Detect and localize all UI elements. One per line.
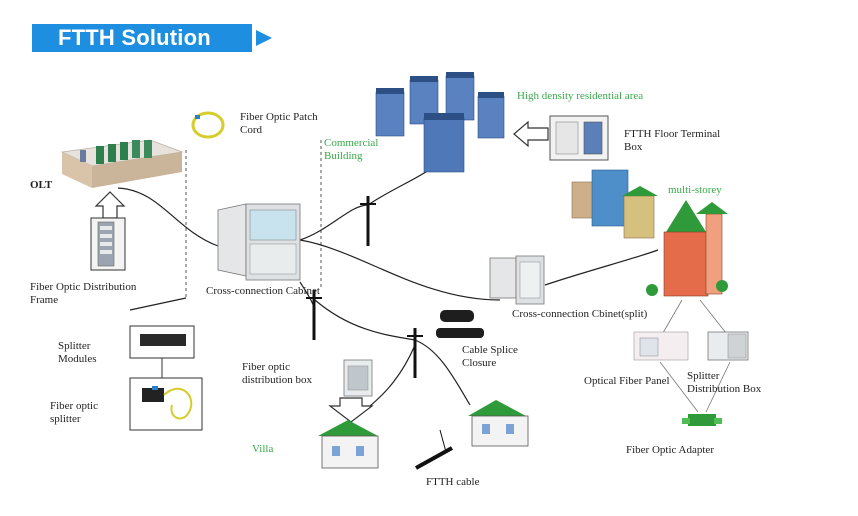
odf-label-line2: Frame	[30, 294, 59, 306]
pole-2	[306, 290, 322, 340]
splitter-dist-label-line1: Splitter	[687, 370, 720, 382]
patch-cord-label-line1: Fiber Optic Patch	[240, 111, 318, 123]
cable-pole2-to-pole3	[314, 299, 416, 341]
splice-closure	[436, 310, 484, 338]
cross-cabinet	[217, 203, 301, 281]
cable-network	[117, 167, 659, 421]
arrow-up-icon	[94, 191, 126, 219]
arrow-down-icon	[328, 397, 374, 423]
guide-adapter-2	[705, 361, 731, 413]
multi-storey-label: multi-storey	[668, 184, 722, 196]
cable-cabinet-to-pole1	[299, 204, 369, 241]
floor-box-label-line1: FTTH Floor Terminal	[624, 128, 721, 140]
splitter-distribution-box	[707, 331, 749, 361]
odf-label-line1: Fiber Optic Distribution	[30, 281, 137, 293]
tower-building	[423, 113, 465, 173]
cross-cabinet-label: Cross-connection Cabinet	[206, 285, 320, 297]
adapter-label: Fiber Optic Adapter	[626, 444, 714, 456]
high-density-towers	[375, 72, 505, 173]
cable-olt-to-cabinet	[117, 187, 219, 247]
banner-arrow-icon	[256, 30, 272, 46]
multi-storey-buildings	[571, 169, 728, 297]
tower-building	[375, 88, 405, 137]
splitter-module	[129, 325, 195, 359]
page-title: FTTH Solution	[58, 25, 211, 50]
villa-house	[318, 420, 379, 469]
guide-adapter-1	[659, 361, 699, 413]
floor-box-label-line2: Box	[624, 141, 643, 153]
odf-frame	[90, 217, 126, 271]
optical-panel-label: Optical Fiber Panel	[584, 375, 670, 387]
fiber-adapter-icon	[682, 414, 722, 426]
cable-splitter-link	[129, 297, 187, 311]
pole-3	[407, 328, 423, 378]
ftth-cable-label: FTTH cable	[426, 476, 480, 488]
tower-building	[445, 72, 475, 121]
olt-label: OLT	[30, 179, 53, 191]
fiber-splitter-label-line1: Fiber optic	[50, 400, 98, 412]
optical-fiber-panel	[633, 331, 689, 361]
floor-terminal-box	[549, 115, 609, 161]
title-banner	[32, 24, 252, 52]
splice-label-line2: Closure	[462, 357, 497, 369]
dist-box-label-line2: distribution box	[242, 374, 312, 386]
villa-label: Villa	[252, 443, 274, 455]
commercial-label-line1: Commercial	[324, 137, 379, 149]
tower-building	[477, 92, 505, 139]
splitter-modules-label-line2: Modules	[58, 353, 97, 365]
high-density-label: High density residential area	[517, 90, 644, 102]
pole-1	[360, 196, 376, 246]
splice-label-line1: Cable Splice	[462, 344, 518, 356]
dist-box-label-line1: Fiber optic	[242, 361, 290, 373]
villa-house-2	[468, 400, 529, 447]
splitter-modules-label-line1: Splitter	[58, 340, 91, 352]
cable-cabinet2-to-multistorey	[544, 249, 659, 286]
cross-cabinet-split-label: Cross-connection Cbinet(split)	[512, 308, 648, 320]
distribution-box	[343, 359, 373, 397]
arrow-left-icon	[513, 120, 549, 148]
commercial-label-line2: Building	[324, 150, 363, 162]
patch-cord-icon	[191, 111, 225, 139]
cable-cabinet-to-cabinet2	[299, 239, 501, 301]
ftth-cable-icon	[415, 429, 453, 470]
olt-room	[60, 139, 184, 188]
cable-pole3-to-villa2	[414, 339, 471, 406]
fiber-splitter	[129, 377, 203, 431]
splitter-dist-label-line2: Distribution Box	[687, 383, 762, 395]
guide-panel	[659, 299, 683, 339]
cable-pole1-to-highrise	[367, 167, 433, 206]
patch-cord-label-line2: Cord	[240, 124, 262, 136]
cross-cabinet-split	[489, 255, 545, 305]
fiber-splitter-label-line2: splitter	[50, 413, 81, 425]
